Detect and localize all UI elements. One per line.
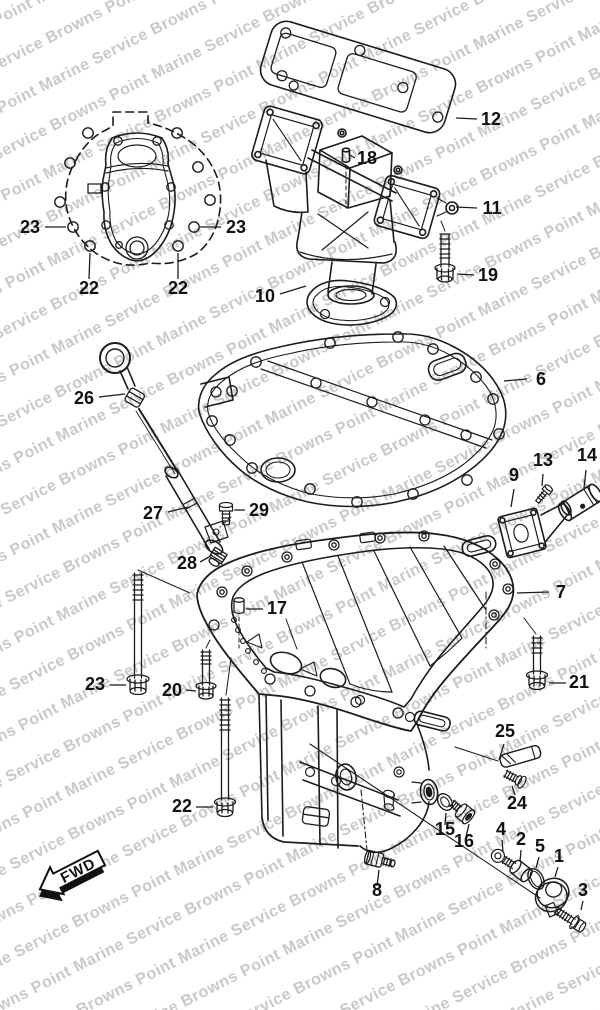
callout-leader-6 (503, 378, 528, 382)
manifold-11 (251, 105, 459, 305)
callout-leader-2 (519, 849, 522, 863)
bolt-23-long (126, 569, 191, 696)
callout-1: 1 (554, 846, 564, 866)
bolt-22-long (213, 657, 237, 818)
upper-gasket-12 (259, 20, 457, 134)
callout-leader-8 (376, 869, 380, 887)
callout-leader-28 (199, 556, 210, 563)
callout-3: 3 (578, 880, 588, 900)
callout-leader-20 (185, 689, 197, 692)
bolt-4 (490, 848, 517, 870)
fitting-8 (363, 849, 396, 868)
seal-28 (208, 546, 228, 567)
callout-26: 26 (74, 388, 94, 408)
callout-17: 17 (267, 598, 287, 618)
callout-19: 19 (478, 265, 498, 285)
screw-24 (503, 769, 527, 789)
callout-leader-13 (541, 473, 544, 487)
callout-leader-9 (510, 488, 515, 508)
end-plate-outline (54, 111, 222, 266)
callout-leader-16 (465, 823, 470, 838)
callout-14: 14 (577, 445, 597, 465)
washer-15 (436, 793, 454, 811)
bolt-29 (218, 501, 234, 526)
callout-leader-10 (279, 285, 307, 295)
callout-leader-3 (580, 900, 584, 911)
housing-9 (497, 500, 572, 559)
callout-22: 22 (79, 278, 99, 298)
dowel-pin-18 (341, 147, 351, 209)
callout-leader-18 (349, 154, 356, 159)
callout-28: 28 (177, 553, 197, 573)
callout-16: 16 (454, 831, 474, 851)
callout-7: 7 (556, 582, 566, 602)
callout-22: 22 (172, 796, 192, 816)
callout-leader-19 (456, 273, 475, 276)
bolt-3 (553, 906, 587, 933)
callout-2: 2 (516, 829, 526, 849)
callout-21: 21 (569, 672, 589, 692)
callout-10: 10 (255, 286, 275, 306)
bolt-19 (434, 220, 456, 283)
callout-leader-11 (455, 206, 478, 209)
callout-leader-12 (455, 117, 478, 120)
callout-13: 13 (533, 450, 553, 470)
callout-23: 23 (20, 217, 40, 237)
lower-manifold-gasket-10 (306, 279, 398, 326)
callout-22: 22 (168, 278, 188, 298)
screw-13 (535, 484, 554, 504)
assembly-lines (309, 743, 541, 899)
callout-6: 6 (536, 369, 546, 389)
callout-leader-7 (516, 591, 550, 594)
callout-15: 15 (435, 819, 455, 839)
callout-8: 8 (372, 880, 382, 900)
callout-leader-15 (444, 812, 447, 826)
callout-12: 12 (481, 109, 501, 129)
callout-5: 5 (535, 836, 545, 856)
end-plate-gasket (87, 132, 176, 262)
callout-leader-4 (501, 839, 504, 853)
callout-9: 9 (509, 465, 519, 485)
bolt-21 (523, 617, 549, 691)
engine-holder-gasket-6 (197, 331, 507, 508)
callout-25: 25 (495, 721, 515, 741)
callout-27: 27 (143, 503, 163, 523)
callout-leader-26 (98, 393, 126, 398)
dipstick-guide-27 (164, 466, 232, 567)
callout-leader-5 (535, 856, 540, 869)
callout-leader-25 (498, 743, 505, 761)
callout-23: 23 (226, 217, 246, 237)
sleeve-14 (557, 483, 600, 522)
callout-20: 20 (162, 680, 182, 700)
callout-18: 18 (357, 148, 377, 168)
callout-leader-22 (88, 252, 91, 280)
callout-leader-1 (554, 866, 559, 878)
callout-29: 29 (249, 500, 269, 520)
oil-pan-7 (196, 530, 515, 854)
oil-dipstick-26 (99, 342, 179, 475)
callout-23: 23 (85, 674, 105, 694)
callout-leader-24 (511, 785, 516, 796)
anode-25 (499, 744, 542, 768)
callout-leader-14 (583, 469, 587, 489)
callout-leader-27 (167, 506, 189, 513)
drain-bolt-16 (449, 799, 476, 825)
callout-24: 24 (507, 793, 527, 813)
callout-4: 4 (496, 819, 506, 839)
callout-11: 11 (482, 198, 501, 218)
dowel-pin-17 (233, 597, 298, 650)
bolt-20 (195, 639, 217, 700)
